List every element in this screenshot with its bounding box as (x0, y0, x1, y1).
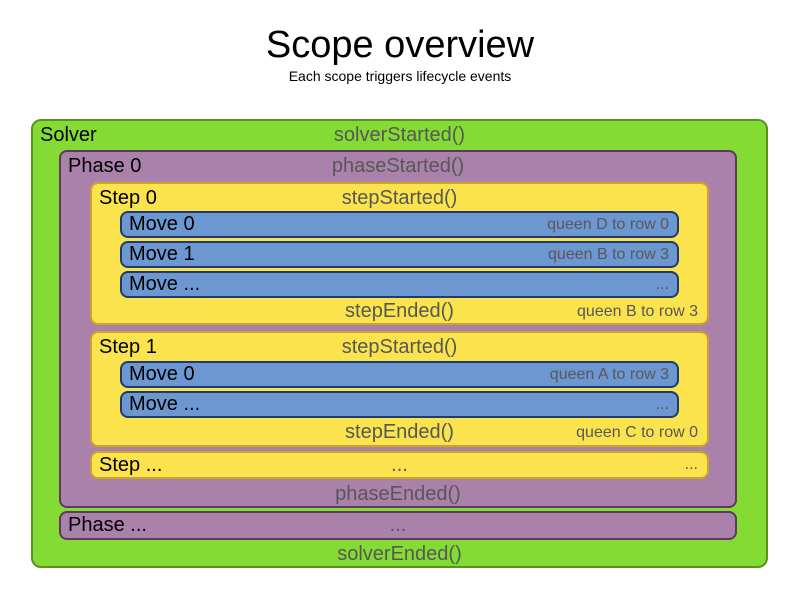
page-subtitle: Each scope triggers lifecycle events (288, 68, 512, 84)
step-more-right-ellipsis: ... (684, 456, 698, 473)
move-box: Move 0 queen A to row 3 (120, 361, 679, 388)
step-1-scope-box: Step 1 stepStarted() Move 0 queen A to r… (90, 331, 709, 447)
step-more-scope-box: Step ... ... ... (90, 451, 709, 479)
move-box: Move ... ... (120, 271, 679, 298)
step-0-label: Step 0 (99, 187, 157, 209)
phase-more-label: Phase ... (68, 514, 147, 536)
solver-header-row: Solver solverStarted() (33, 121, 766, 149)
move-detail: ... (655, 276, 669, 293)
step-0-footer-row: stepEnded() queen B to row 3 (92, 298, 707, 325)
phase-0-label: Phase 0 (68, 155, 142, 177)
move-label: Move ... (129, 393, 201, 415)
step-more-label: Step ... (99, 454, 163, 476)
solver-label: Solver (40, 124, 97, 146)
move-label: Move 0 (129, 363, 195, 385)
step-1-footer-row: stepEnded() queen C to row 0 (92, 419, 707, 446)
step-0-scope-box: Step 0 stepStarted() Move 0 queen D to r… (90, 182, 709, 325)
solver-started-event: solverStarted() (333, 124, 466, 146)
step-0-started-event: stepStarted() (341, 187, 458, 209)
phase-more-scope-box: Phase ... ... (59, 511, 737, 540)
move-box: Move 0 queen D to row 0 (120, 211, 679, 238)
phase-0-footer-row: phaseEnded() (61, 480, 735, 508)
step-more-center-ellipsis: ... (391, 454, 408, 476)
step-0-header-row: Step 0 stepStarted() (92, 184, 707, 212)
step-0-ended-detail: queen B to row 3 (577, 303, 698, 320)
move-detail: ... (655, 396, 669, 413)
phase-0-scope-box: Phase 0 phaseStarted() Step 0 stepStarte… (59, 150, 737, 508)
move-label: Move 0 (129, 213, 195, 235)
phase-0-header-row: Phase 0 phaseStarted() (61, 152, 735, 180)
step-1-label: Step 1 (99, 336, 157, 358)
move-label: Move 1 (129, 243, 195, 265)
phase-more-center-ellipsis: ... (389, 514, 407, 536)
move-box: Move ... ... (120, 391, 679, 418)
step-1-header-row: Step 1 stepStarted() (92, 333, 707, 361)
phase-more-row: Phase ... ... (61, 513, 735, 537)
move-detail: queen B to row 3 (548, 246, 669, 263)
move-detail: queen A to row 3 (549, 366, 669, 383)
step-1-ended-detail: queen C to row 0 (576, 424, 698, 441)
step-1-ended-event: stepEnded() (345, 421, 454, 443)
solver-footer-row: solverEnded() (33, 540, 766, 568)
solver-scope-box: Solver solverStarted() Phase 0 phaseStar… (31, 119, 768, 568)
step-more-row: Step ... ... ... (92, 453, 707, 477)
move-box: Move 1 queen B to row 3 (120, 241, 679, 268)
step-1-started-event: stepStarted() (341, 336, 458, 358)
phase-0-ended-event: phaseEnded() (335, 483, 461, 505)
move-detail: queen D to row 0 (547, 216, 669, 233)
move-label: Move ... (129, 273, 201, 295)
solver-ended-event: solverEnded() (337, 543, 462, 565)
page-title: Scope overview (265, 24, 535, 66)
step-0-ended-event: stepEnded() (345, 300, 454, 322)
phase-0-started-event: phaseStarted() (331, 155, 465, 177)
